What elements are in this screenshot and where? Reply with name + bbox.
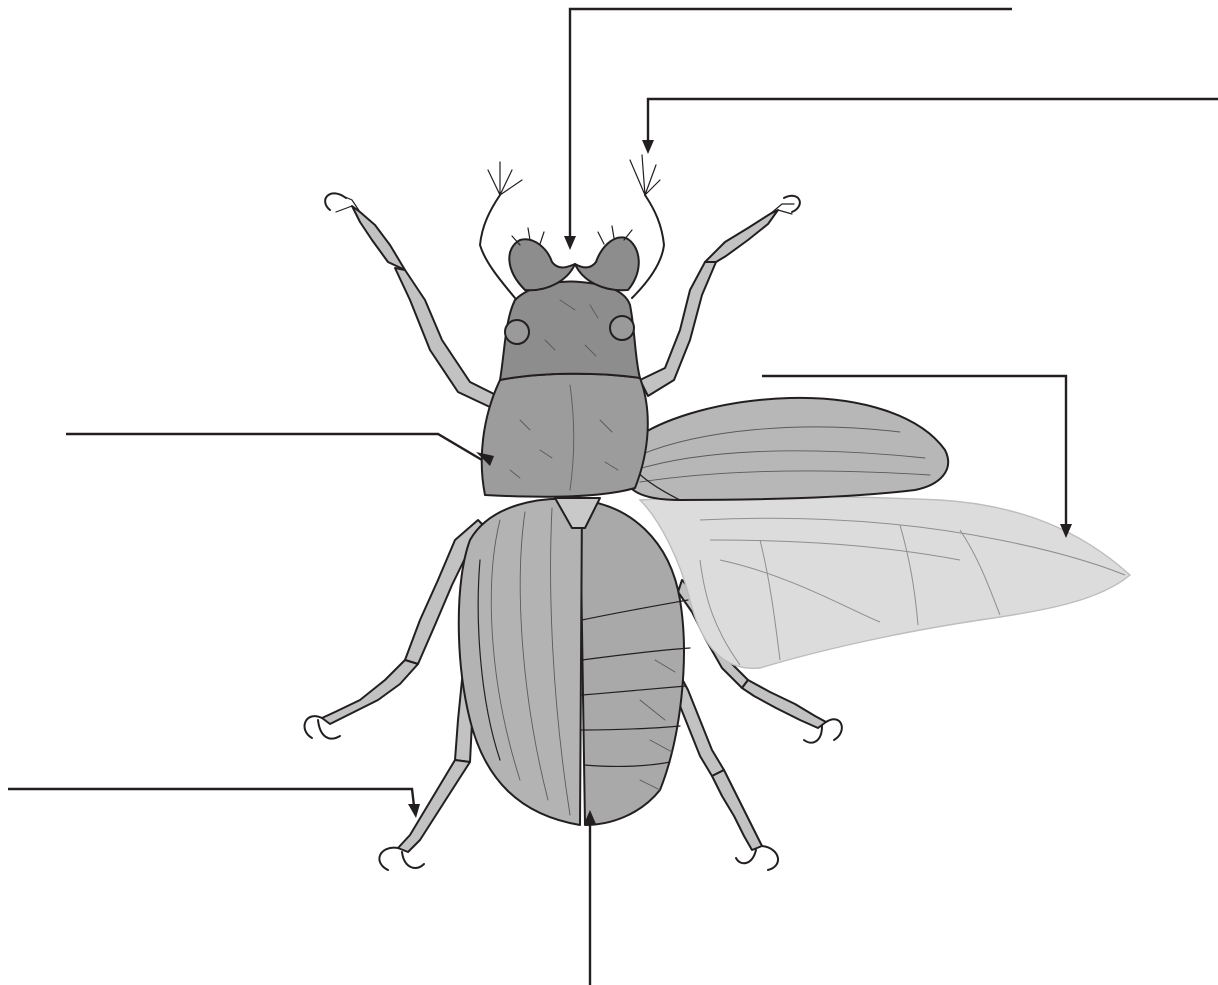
tarsus-callout — [8, 789, 420, 818]
front-left-leg — [325, 193, 502, 408]
hindwing — [640, 496, 1130, 668]
callout-lines — [8, 9, 1218, 985]
head — [500, 282, 640, 380]
mandibles — [509, 226, 638, 290]
pronotum — [482, 374, 648, 497]
front-right-leg — [640, 196, 800, 396]
antenna-callout — [642, 99, 1218, 154]
right-eye — [610, 316, 634, 340]
closed-elytron — [459, 499, 582, 825]
raised-elytron — [622, 398, 948, 500]
mandibles-callout — [564, 9, 1012, 250]
left-eye — [505, 320, 529, 344]
elytron-callout — [584, 810, 596, 985]
pronotum-callout — [66, 434, 494, 466]
